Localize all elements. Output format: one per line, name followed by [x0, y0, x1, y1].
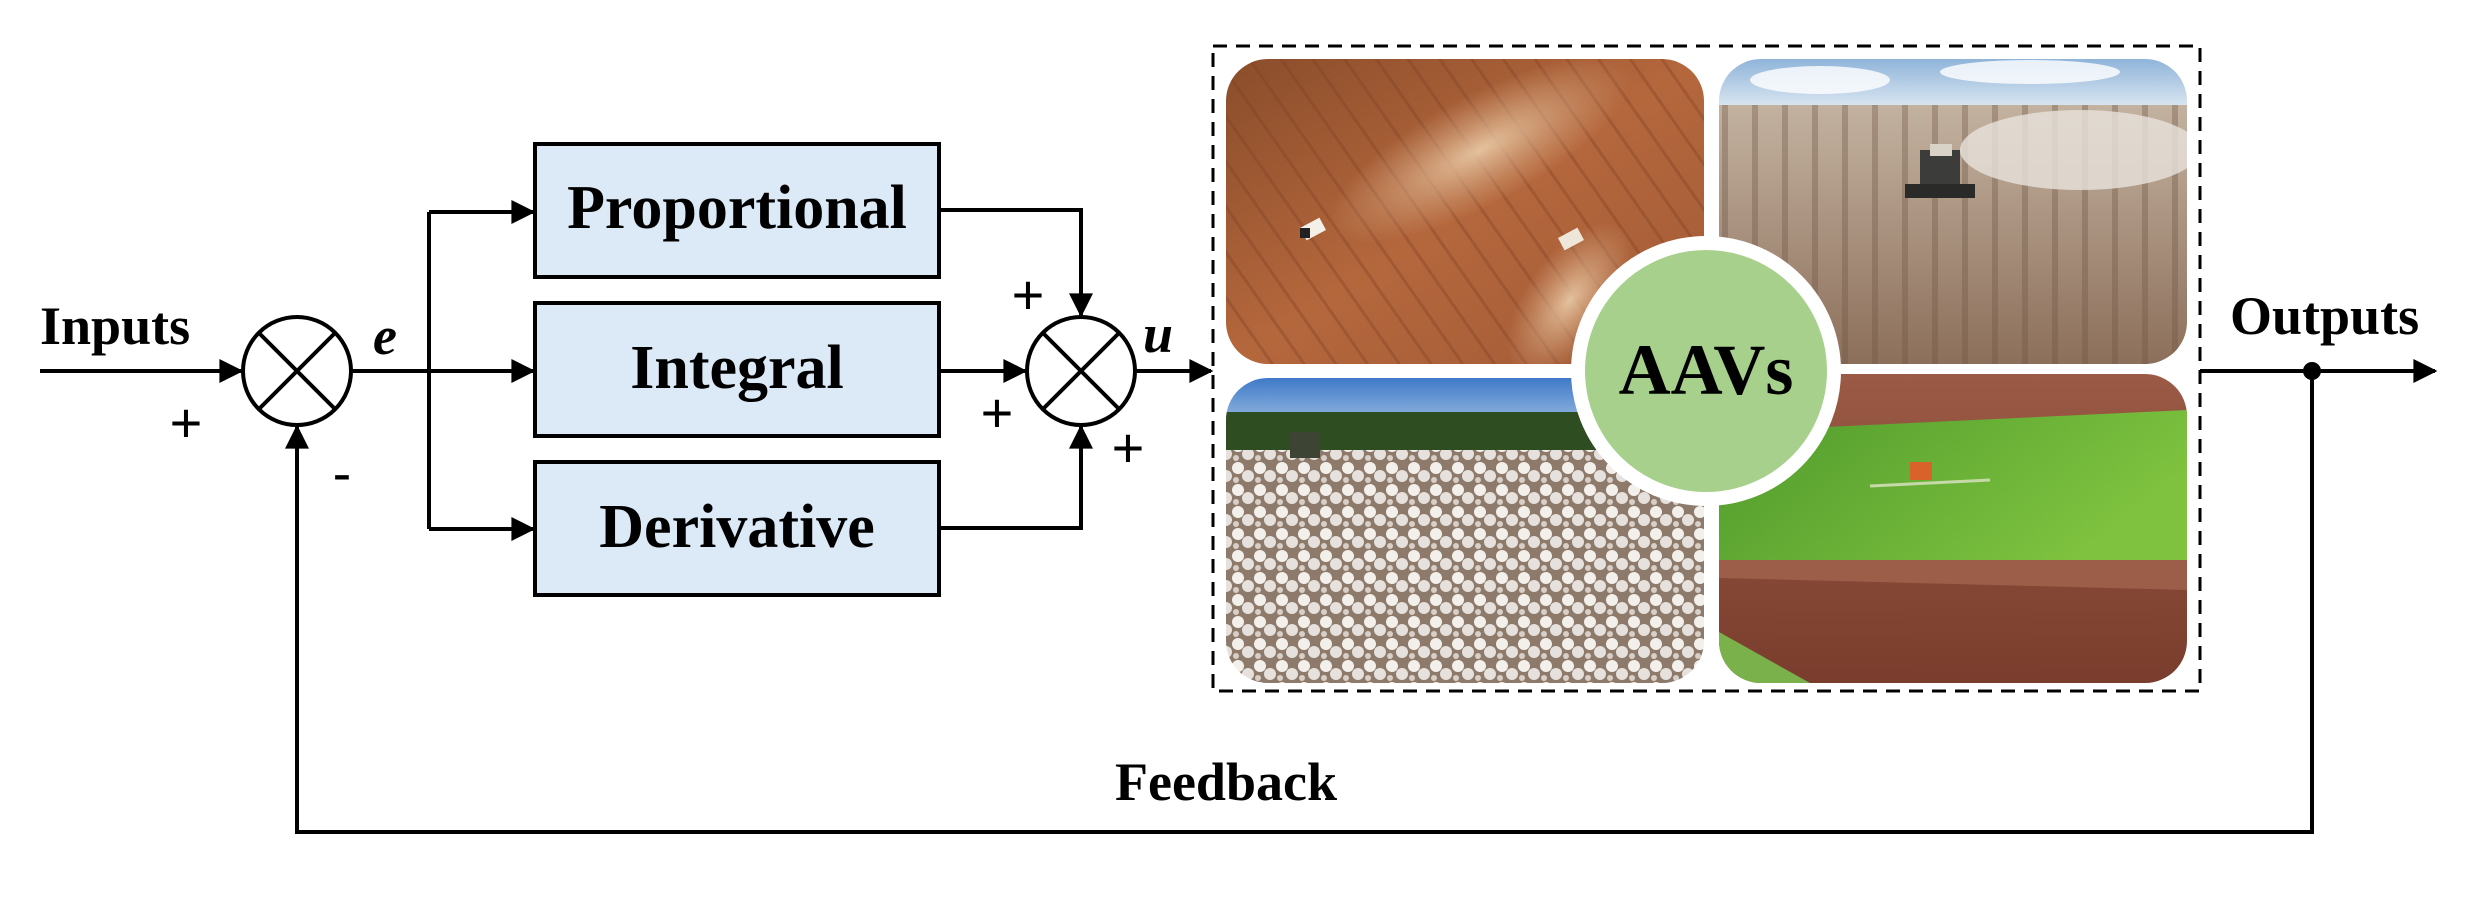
error-summing-junction	[243, 317, 351, 425]
proportional-label: Proportional	[567, 174, 907, 242]
control-summing-junction	[1027, 317, 1135, 425]
integral-label: Integral	[630, 334, 844, 402]
feedback-label: Feedback	[1115, 752, 1337, 812]
sum2-left-sign: +	[981, 381, 1014, 444]
plant-label: AAVs	[1619, 330, 1794, 410]
sum1-feedback-sign: -	[333, 441, 352, 504]
sum1-input-sign: +	[170, 391, 203, 454]
outputs-label: Outputs	[2230, 286, 2419, 346]
inputs-label: Inputs	[40, 296, 190, 356]
output-takeoff-point	[2303, 362, 2321, 380]
error-symbol: e	[373, 306, 397, 366]
sum2-bottom-sign: +	[1112, 416, 1145, 479]
derivative-label: Derivative	[599, 493, 874, 561]
control-symbol: u	[1143, 304, 1173, 364]
sum2-top-sign: +	[1012, 263, 1045, 326]
